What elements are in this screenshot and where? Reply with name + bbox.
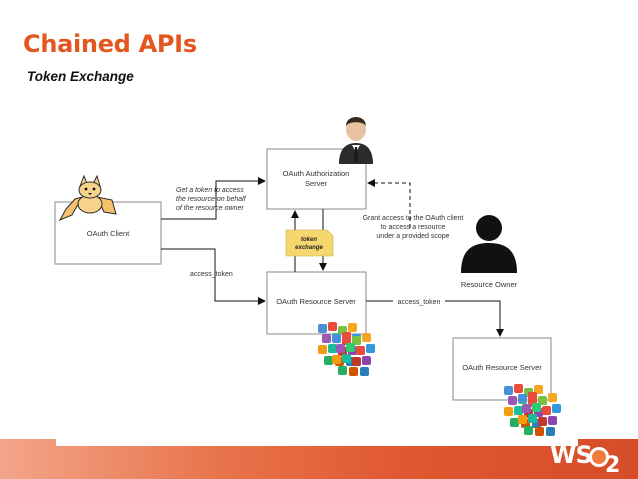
- client-to-auth-label-1: Get a token to access: [176, 187, 244, 194]
- rs1-to-rs2-arrow: [366, 300, 504, 337]
- oauth-client-label: OAuth Client: [87, 229, 130, 238]
- logo-suffix: 2: [605, 453, 621, 478]
- rs1-to-rs2-label: access_token: [398, 299, 441, 306]
- business-user-icon: [339, 117, 373, 164]
- rs1-to-rs2-label-bg: [393, 296, 445, 306]
- authorization-server-label-1: OAuth Authorization: [283, 169, 350, 178]
- token-exchange-note: [285, 229, 334, 257]
- user-silhouette-icon: [461, 215, 517, 273]
- owner-grant-label-1: Grant access to the OAuth client: [363, 215, 464, 222]
- client-to-auth-label-3: of the resource owner: [176, 205, 244, 212]
- logo-ring-icon: [589, 447, 609, 467]
- resource-server-1-label: OAuth Resource Server: [276, 297, 356, 306]
- client-to-auth-arrow: [161, 177, 266, 220]
- client-to-rs1-label: access_token: [190, 271, 233, 278]
- wso2-logo: WS 2: [550, 441, 626, 478]
- app-icons-cluster: [504, 384, 561, 436]
- token-exchange-label-2b: exchange: [295, 245, 323, 251]
- slide-subtitle: Token Exchange: [27, 69, 134, 84]
- owner-grant-arrow: [367, 179, 411, 228]
- resource-server-2-label: OAuth Resource Server: [462, 363, 542, 372]
- authorization-server-label-2: Server: [305, 179, 328, 188]
- slide-title: Chained APIs: [23, 30, 197, 58]
- client-to-rs1-arrow: [161, 248, 266, 305]
- owner-grant-label-2: to access a resource: [381, 224, 446, 231]
- logo-text: WS: [550, 441, 593, 469]
- footer-bar: [0, 439, 638, 479]
- footer-white-strip: [56, 439, 578, 446]
- owner-grant-label-3: under a provided scope: [376, 233, 449, 240]
- client-to-auth-label-2: the resource on behalf: [176, 196, 247, 203]
- token-exchange-label-1: token: [301, 237, 317, 243]
- resource-owner-label: Resource Owner: [461, 280, 518, 289]
- tomcat-mascot-icon: [58, 174, 117, 222]
